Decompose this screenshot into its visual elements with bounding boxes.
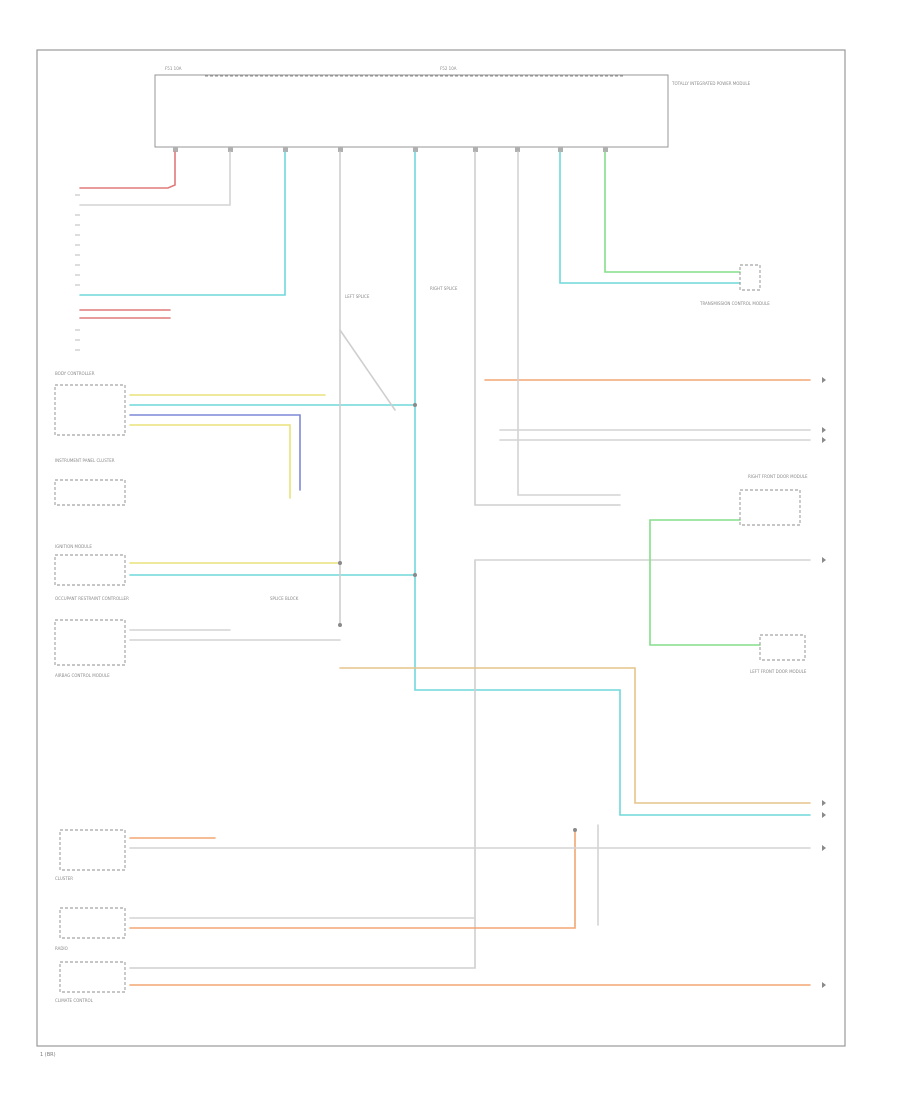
pin-connector xyxy=(338,147,343,152)
wire-gray-trunk-d xyxy=(129,559,476,969)
wire-green-right-tcm xyxy=(604,151,741,273)
wire-blue xyxy=(129,414,301,491)
tcm-box xyxy=(739,264,761,291)
climate-box xyxy=(59,961,126,993)
wire-orange-radio xyxy=(129,829,576,929)
edge-arrows xyxy=(822,377,826,988)
pin-connector xyxy=(283,147,288,152)
occupant-label: OCCUPANT RESTRAINT CONTROLLER xyxy=(55,596,129,601)
splice-nodes xyxy=(338,403,577,832)
arrow-head xyxy=(822,427,826,433)
wire-cyan-right-tcm xyxy=(559,151,741,284)
instrument-panel-label: INSTRUMENT PANEL CLUSTER xyxy=(55,458,115,463)
climate-label: CLIMATE CONTROL xyxy=(55,998,94,1003)
wire-orange-mid xyxy=(339,667,811,804)
arrow-head xyxy=(822,377,826,383)
splice-block-label: SPLICE BLOCK xyxy=(270,596,299,601)
diagram-border xyxy=(36,49,846,1047)
wire-green-right-door xyxy=(649,519,761,646)
wire-gray-trunk-b xyxy=(339,329,396,411)
top-module-box xyxy=(154,74,669,148)
splice-dot xyxy=(338,561,342,565)
top-module-label: TOTALLY INTEGRATED POWER MODULE xyxy=(671,81,751,86)
wire-yellow-lower xyxy=(129,424,291,499)
wire-gray-trunk-c xyxy=(474,151,621,506)
left-splice-label: LEFT SPLICE xyxy=(345,294,370,299)
cluster-box xyxy=(59,829,126,871)
top-fuse-left-label: F51 10A xyxy=(165,66,182,71)
tcm-label: TRANSMISSION CONTROL MODULE xyxy=(699,301,770,306)
splice-dot xyxy=(413,573,417,577)
arrow-head xyxy=(822,982,826,988)
body-controller-box xyxy=(54,384,126,436)
radio-box xyxy=(59,907,126,939)
right-front-box xyxy=(739,489,801,526)
right-front-label: RIGHT FRONT DOOR MODULE xyxy=(748,474,808,479)
wire-gray-right-1 xyxy=(517,151,621,496)
airbag-label: AIRBAG CONTROL MODULE xyxy=(55,673,110,678)
pin-connector xyxy=(473,147,478,152)
pin-connector xyxy=(603,147,608,152)
wire-red-power xyxy=(79,151,176,189)
left-pin-stubs xyxy=(75,194,80,351)
ignition-module-label: IGNITION MODULE xyxy=(55,544,92,549)
pin-connector xyxy=(558,147,563,152)
pin-connector xyxy=(173,147,178,152)
pin-connector xyxy=(413,147,418,152)
pin-connector xyxy=(515,147,520,152)
wire-cyan-lower xyxy=(414,574,811,816)
pin-connector xyxy=(228,147,233,152)
door-module-box xyxy=(759,634,806,661)
splice-dot xyxy=(573,828,577,832)
wire-cyan-trunk xyxy=(129,151,416,576)
top-fuse-center-label: F52 10A xyxy=(440,66,457,71)
wire-gray-left-branch xyxy=(79,151,231,206)
body-controller-label: BODY CONTROLLER xyxy=(55,371,95,376)
top-module-pins xyxy=(173,147,608,152)
wire-cyan-left xyxy=(79,151,286,296)
splice-dot xyxy=(338,623,342,627)
radio-label: RADIO xyxy=(55,946,68,951)
instrument-panel-box xyxy=(54,479,126,506)
arrow-head xyxy=(822,437,826,443)
right-splice-label: RIGHT SPLICE xyxy=(430,286,458,291)
footer-label: 1 (BR) xyxy=(40,1052,56,1058)
occupant-box xyxy=(54,619,126,666)
cluster-label: CLUSTER xyxy=(55,876,73,881)
ignition-module-box xyxy=(54,554,126,586)
arrow-head xyxy=(822,812,826,818)
left-front-label: LEFT FRONT DOOR MODULE xyxy=(750,669,807,674)
arrow-head xyxy=(822,557,826,563)
arrow-head xyxy=(822,845,826,851)
arrow-head xyxy=(822,800,826,806)
splice-dot xyxy=(413,403,417,407)
